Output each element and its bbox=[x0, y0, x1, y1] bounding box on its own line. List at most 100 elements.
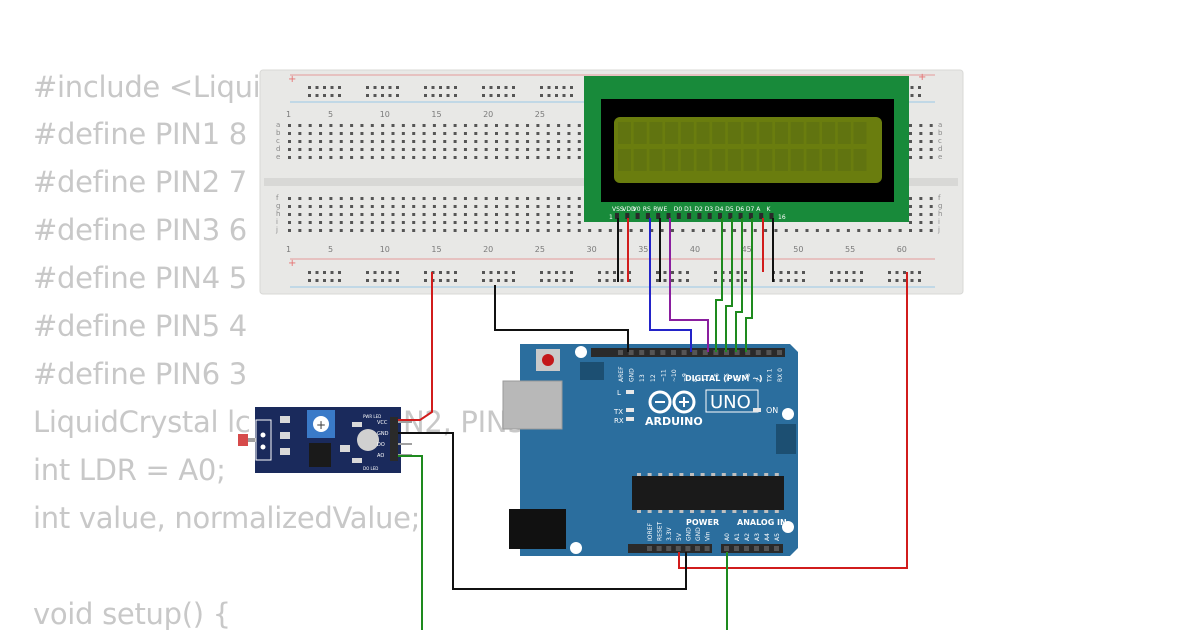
on-label: ON bbox=[766, 406, 778, 415]
header-pin[interactable] bbox=[764, 546, 769, 551]
rail-hole bbox=[315, 86, 319, 89]
breadboard-hole bbox=[432, 148, 436, 151]
header-pin[interactable] bbox=[774, 546, 779, 551]
breadboard-hole bbox=[370, 197, 374, 200]
header-pin[interactable] bbox=[713, 350, 719, 355]
header-pin[interactable] bbox=[734, 350, 740, 355]
header-pin[interactable] bbox=[666, 546, 672, 551]
header-pin[interactable] bbox=[754, 546, 759, 551]
breadboard-hole bbox=[588, 229, 592, 232]
column-number: 15 bbox=[431, 110, 441, 119]
breadboard-hole bbox=[453, 148, 457, 151]
breadboard-hole bbox=[432, 213, 436, 216]
header-pin[interactable] bbox=[704, 546, 710, 551]
header-pin[interactable] bbox=[671, 350, 676, 355]
breadboard-hole bbox=[432, 197, 436, 200]
wire-black-gnd[interactable] bbox=[494, 285, 629, 352]
breadboard-hole bbox=[567, 124, 571, 127]
header-pin[interactable] bbox=[628, 350, 634, 355]
header-pin[interactable] bbox=[656, 546, 662, 551]
breadboard-hole bbox=[298, 205, 302, 208]
header-pin[interactable] bbox=[744, 546, 749, 551]
digital-pin-label: 4 bbox=[735, 378, 742, 382]
wire-green-d7[interactable] bbox=[745, 218, 753, 352]
lcd-pin bbox=[707, 213, 712, 219]
breadboard-hole bbox=[443, 148, 447, 151]
breadboard-hole bbox=[909, 197, 912, 200]
breadboard-hole bbox=[474, 221, 478, 224]
chip-pin bbox=[764, 473, 769, 476]
header-pin[interactable] bbox=[639, 350, 645, 355]
header-pin[interactable] bbox=[702, 350, 708, 355]
power-pin-label: RESET bbox=[657, 521, 664, 541]
lcd-cell bbox=[775, 122, 788, 144]
wire-green-d6[interactable] bbox=[735, 218, 743, 352]
chip-pin bbox=[721, 510, 726, 513]
ldr-pin[interactable] bbox=[398, 421, 412, 423]
header-pin[interactable] bbox=[745, 350, 751, 355]
rail-hole bbox=[895, 271, 899, 274]
rail-hole bbox=[323, 271, 326, 274]
wire-green-ao[interactable] bbox=[398, 455, 423, 630]
header-pin[interactable] bbox=[766, 350, 772, 355]
breadboard-hole bbox=[339, 205, 343, 208]
wire-purple-e[interactable] bbox=[669, 218, 709, 352]
breadboard-hole bbox=[443, 213, 447, 216]
breadboard-hole bbox=[909, 148, 912, 151]
header-pin[interactable] bbox=[618, 350, 623, 355]
breadboard-hole bbox=[577, 213, 581, 216]
breadboard-hole bbox=[722, 229, 726, 232]
row-letter: e bbox=[276, 153, 280, 161]
rail-hole bbox=[308, 279, 311, 282]
breadboard-hole bbox=[360, 221, 364, 224]
wire-black-module-gnd[interactable] bbox=[398, 432, 687, 590]
row-letter: a bbox=[276, 121, 280, 129]
breadboard-hole bbox=[308, 148, 312, 151]
rail-hole bbox=[497, 279, 500, 282]
lcd-cell bbox=[696, 149, 710, 171]
header-pin[interactable] bbox=[692, 350, 698, 355]
rail-hole bbox=[497, 86, 500, 89]
breadboard-hole bbox=[505, 229, 509, 232]
wire-green-d4[interactable] bbox=[715, 218, 723, 352]
header-pin[interactable] bbox=[685, 546, 691, 551]
header-pin[interactable] bbox=[649, 350, 655, 355]
wire-blue-rs[interactable] bbox=[649, 218, 692, 352]
header-pin[interactable] bbox=[660, 350, 666, 355]
header-pin[interactable] bbox=[724, 546, 729, 551]
breadboard-hole bbox=[401, 140, 405, 143]
wire-red-vcc[interactable] bbox=[398, 272, 433, 421]
breadboard-hole bbox=[453, 213, 457, 216]
rail-hole bbox=[388, 271, 392, 274]
header-pin[interactable] bbox=[724, 350, 729, 355]
column-number: 40 bbox=[690, 245, 700, 254]
header-pin[interactable] bbox=[647, 546, 652, 551]
breadboard-hole bbox=[909, 140, 912, 143]
header-pin[interactable] bbox=[755, 350, 761, 355]
breadboard-hole bbox=[515, 156, 519, 159]
header-pin[interactable] bbox=[777, 350, 782, 355]
breadboard-hole bbox=[298, 124, 302, 127]
ldr-pin-label: GND bbox=[377, 431, 389, 437]
ldr-pin[interactable] bbox=[398, 443, 412, 445]
column-number: 50 bbox=[793, 245, 803, 254]
breadboard-hole bbox=[505, 148, 509, 151]
breadboard-hole bbox=[391, 124, 395, 127]
wire-green-d5[interactable] bbox=[725, 218, 733, 352]
lcd-cell bbox=[665, 122, 679, 144]
breadboard-hole bbox=[422, 205, 426, 208]
header-pin[interactable] bbox=[681, 350, 687, 355]
breadboard-hole bbox=[753, 229, 757, 232]
breadboard-hole bbox=[557, 221, 561, 224]
breadboard-hole bbox=[370, 148, 374, 151]
header-pin[interactable] bbox=[695, 546, 700, 551]
header-pin[interactable] bbox=[675, 546, 681, 551]
breadboard-hole bbox=[557, 156, 561, 159]
wire-red-5v[interactable] bbox=[678, 272, 908, 569]
rail-hole bbox=[605, 279, 609, 282]
header-pin[interactable] bbox=[734, 546, 739, 551]
